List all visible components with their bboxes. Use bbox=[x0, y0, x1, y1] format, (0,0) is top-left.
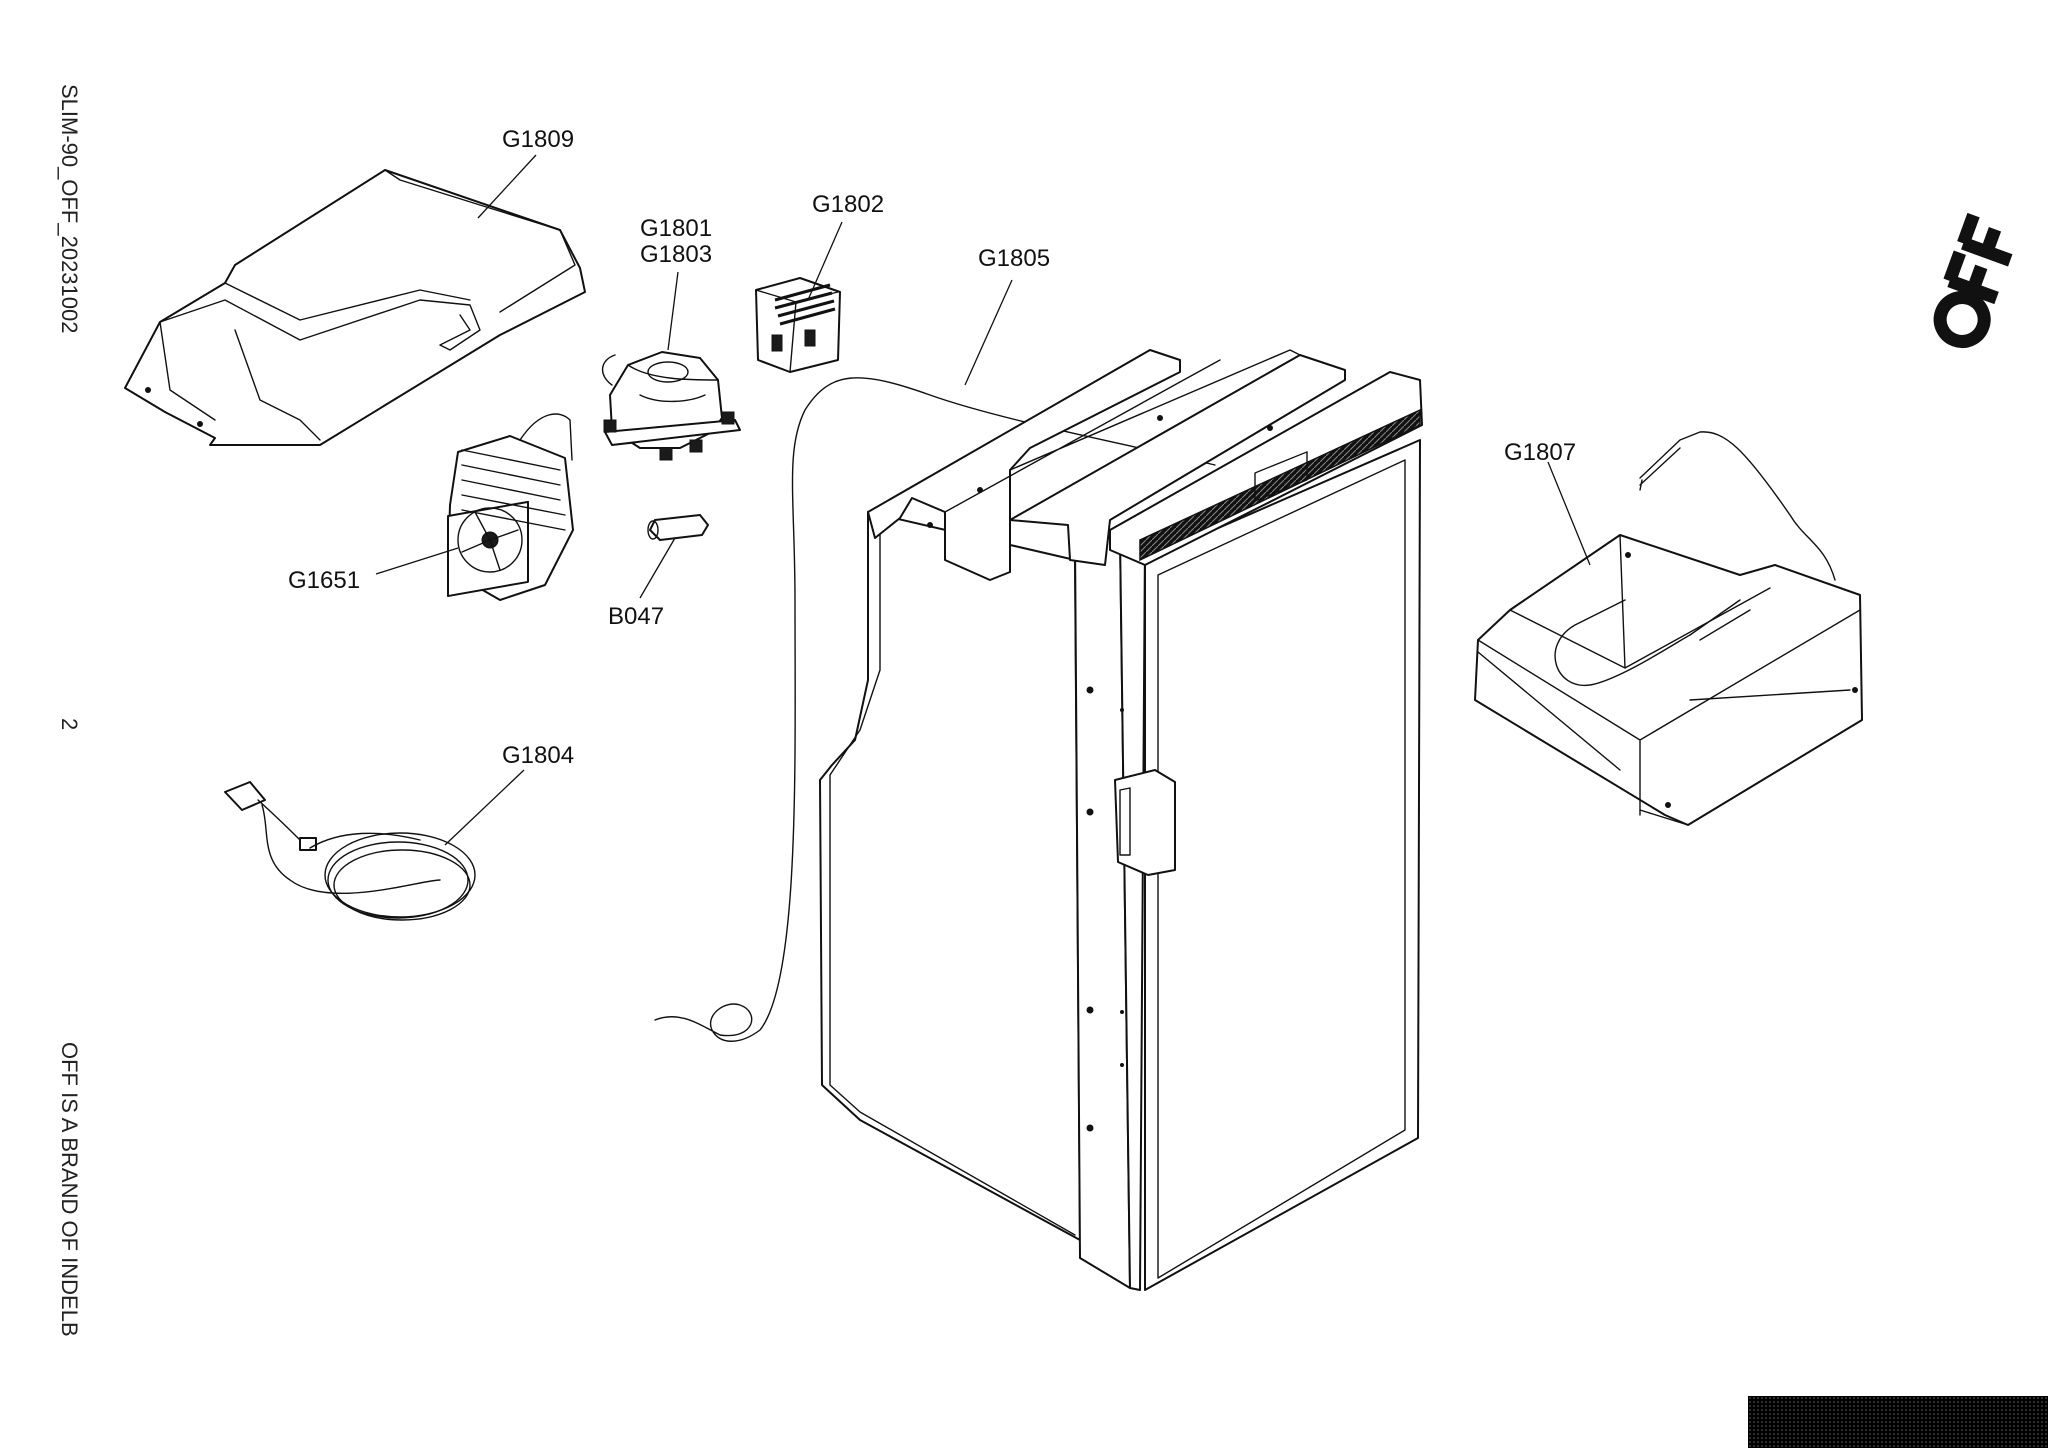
label-g1804: G1804 bbox=[502, 742, 574, 769]
leader-lines bbox=[375, 154, 1591, 846]
brand-note: OFF IS A BRAND OF INDELB bbox=[57, 1042, 82, 1337]
label-g1805: G1805 bbox=[978, 245, 1050, 272]
label-g1802: G1802 bbox=[812, 191, 884, 218]
small-part-b047 bbox=[647, 514, 709, 541]
page-number: 2 bbox=[57, 718, 82, 730]
label-b047: B047 bbox=[608, 603, 664, 630]
compressor-part-g1801 bbox=[601, 351, 741, 461]
label-g1803: G1803 bbox=[640, 241, 712, 268]
label-g1801: G1801 bbox=[640, 215, 712, 242]
label-g1651: G1651 bbox=[288, 567, 360, 594]
cover-part-g1809 bbox=[124, 169, 586, 446]
evaporator-part-g1807 bbox=[1474, 431, 1863, 826]
label-g1807: G1807 bbox=[1504, 439, 1576, 466]
corner-block bbox=[1748, 1396, 2048, 1448]
sensor-cable-part-g1804 bbox=[224, 781, 476, 921]
off-brand-logo bbox=[1933, 212, 2013, 348]
condenser-fan-part-g1651 bbox=[447, 413, 574, 601]
refrigerator-cabinet bbox=[819, 349, 1423, 1291]
electronic-module-part-g1802 bbox=[755, 277, 841, 373]
document-code: SLIM-90_OFF_20231002 bbox=[57, 84, 82, 334]
label-g1809: G1809 bbox=[502, 126, 574, 153]
thermostat-capillary-part-g1805 bbox=[654, 377, 1216, 1042]
